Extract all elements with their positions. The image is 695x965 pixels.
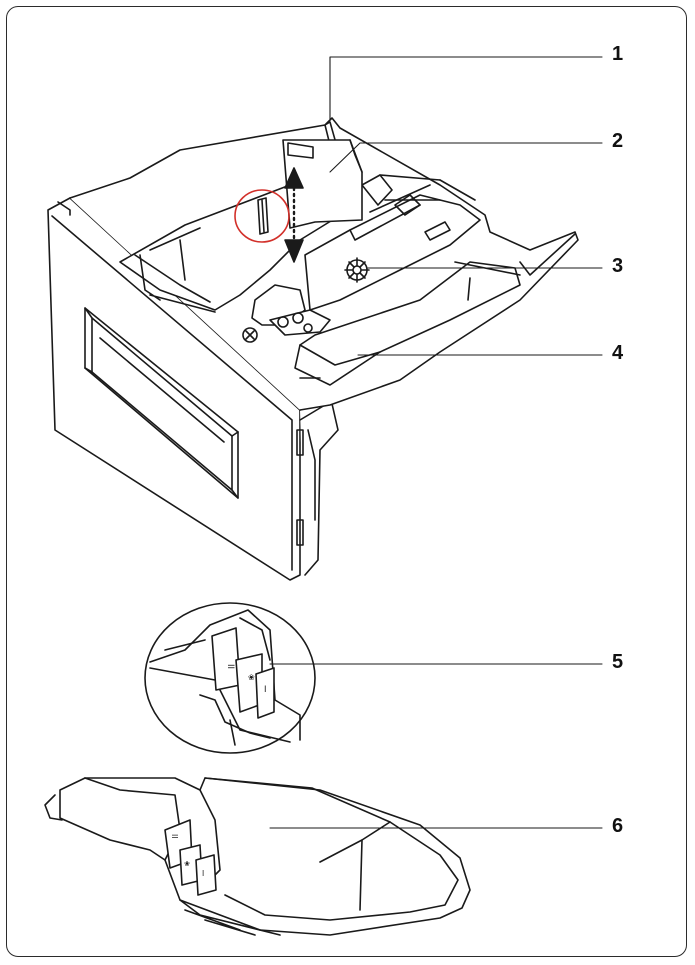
insert-mark-ii: II (170, 834, 179, 838)
leader-lines (269, 56, 603, 829)
siphon-cap (344, 257, 370, 283)
flap-move-arrow (284, 167, 304, 263)
detail-circle: II ❀ I (144, 602, 316, 754)
prewash-flap (282, 139, 363, 229)
mark-i: I (264, 684, 267, 694)
insert-mark-softener: ❀ (184, 860, 190, 868)
callout-3: 3 (612, 255, 624, 277)
liquid-detergent-insert: II ❀ I (44, 777, 471, 936)
callout-4: 4 (612, 342, 624, 364)
insert-mark-i: I (202, 869, 204, 878)
flap-slot-highlight (234, 189, 290, 243)
callout-1: 1 (612, 43, 624, 65)
mark-ii: II (226, 664, 236, 669)
callout-6: 6 (612, 815, 624, 837)
mark-softener: ❀ (248, 673, 255, 682)
diagram-frame (6, 6, 687, 957)
leader-2 (329, 142, 603, 173)
callout-5: 5 (612, 651, 624, 673)
drawer-side (299, 394, 339, 576)
mainwash-channel (304, 194, 481, 311)
callout-2: 2 (612, 130, 624, 152)
leader-1 (329, 56, 603, 121)
